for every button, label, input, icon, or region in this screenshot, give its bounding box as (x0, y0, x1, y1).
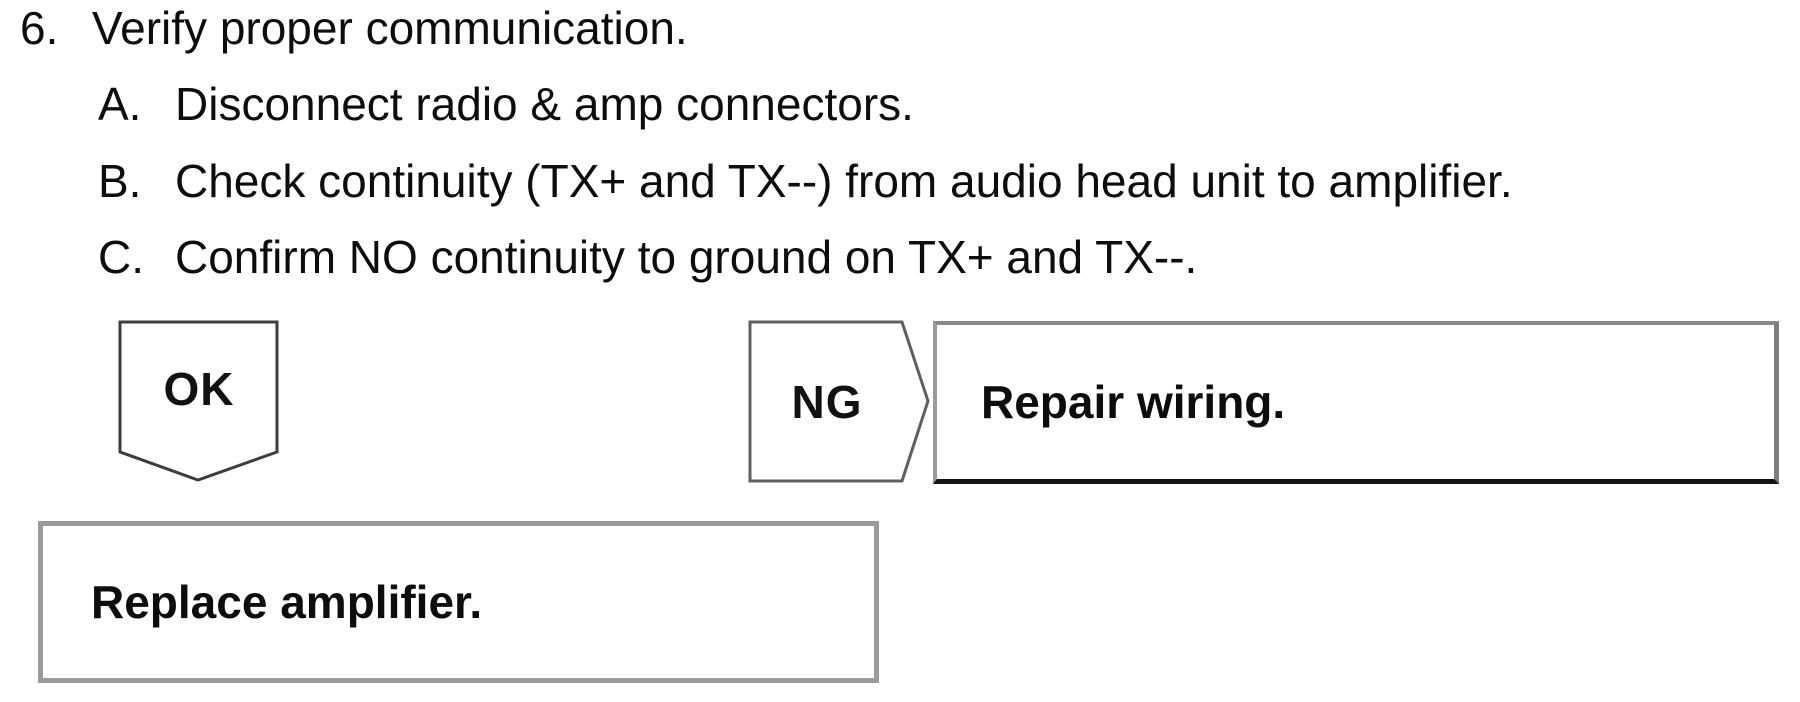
step-line: 6. Verify proper communication. (20, 2, 688, 55)
substep-c-text: Confirm NO continuity to ground on TX+ a… (175, 231, 1198, 283)
repair-wiring-box: Repair wiring. (933, 321, 1779, 484)
substep-a: A. Disconnect radio & amp connectors. (98, 78, 914, 131)
substep-a-text: Disconnect radio & amp connectors. (175, 78, 914, 130)
ok-pentagon-shape (118, 320, 279, 482)
replace-amplifier-text: Replace amplifier. (91, 576, 483, 628)
step-number: 6. (20, 2, 59, 54)
step-title: Verify proper communication. (92, 2, 688, 54)
replace-amplifier-box: Replace amplifier. (38, 521, 879, 683)
repair-wiring-text: Repair wiring. (981, 376, 1286, 428)
substep-b-label: B. (98, 155, 142, 207)
substep-c: C. Confirm NO continuity to ground on TX… (98, 231, 1197, 284)
ok-tag: OK (163, 363, 235, 415)
ng-tag: NG (791, 376, 863, 428)
substep-a-label: A. (98, 78, 142, 130)
substep-c-label: C. (98, 231, 144, 283)
ng-pentagon-shape (748, 320, 930, 483)
substep-b: B. Check continuity (TX+ and TX--) from … (98, 155, 1513, 208)
substep-b-text: Check continuity (TX+ and TX--) from aud… (175, 155, 1513, 207)
